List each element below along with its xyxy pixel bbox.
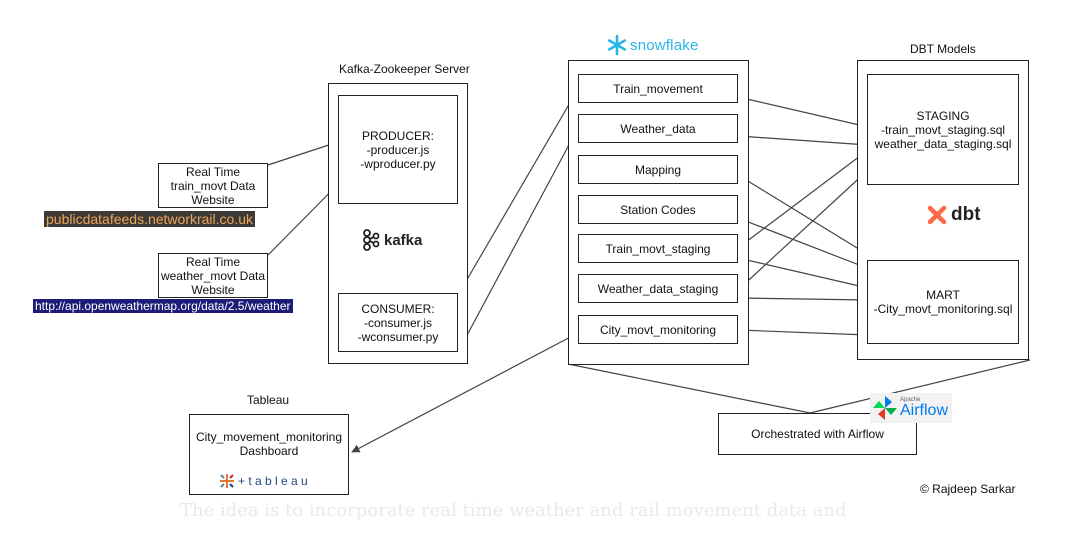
consumer-title: CONSUMER: — [361, 301, 435, 316]
staging-file-1: -train_movt_staging.sql — [880, 122, 1006, 137]
table-city-movt-monitoring: City_movt_monitoring — [578, 315, 738, 344]
snowflake-logo: snowflake — [606, 34, 699, 56]
consumer-to-train-movement-arrow — [457, 88, 579, 296]
airflow-logo-small-text: Apache — [900, 397, 921, 403]
dbt-models-title: DBT Models — [910, 42, 976, 56]
airflow-logo-text: Airflow — [900, 402, 949, 419]
snowflake-logo-text: snowflake — [630, 36, 699, 54]
train-source-line-3: Website — [191, 192, 235, 207]
table-station-codes: Station Codes — [578, 195, 738, 224]
staging-model-box: STAGING -train_movt_staging.sql weather_… — [867, 74, 1019, 185]
producer-file-2: -wproducer.py — [360, 156, 436, 171]
table-weather-data-staging: Weather_data_staging — [578, 274, 738, 303]
tableau-title: Tableau — [247, 393, 290, 407]
weather-source-line-1: Real Time — [185, 254, 241, 269]
staging-to-train-movt-staging-arrow — [737, 149, 869, 249]
staging-file-2: weather_data_staging.sql — [874, 136, 1012, 151]
table-mapping: Mapping — [578, 155, 738, 184]
train-source-line-2: train_movt Data — [170, 178, 256, 193]
weather-source-url: http://api.openweathermap.org/data/2.5/w… — [33, 299, 293, 313]
producer-file-1: -producer.js — [366, 142, 430, 157]
airflow-to-dbt-line — [809, 359, 1031, 414]
dbt-icon — [927, 205, 947, 225]
airflow-to-snowflake-line — [567, 363, 811, 414]
dashboard-line-2: Dashboard — [239, 443, 299, 458]
kafka-logo-text: kafka — [384, 231, 423, 249]
train-movt-staging-to-mart-arrow — [737, 257, 869, 291]
snowflake-icon — [607, 34, 627, 56]
table-weather-data: Weather_data — [578, 114, 738, 143]
kafka-server-title: Kafka-Zookeeper Server — [339, 62, 470, 76]
staging-to-weather-data-staging-arrow — [737, 169, 869, 291]
dbt-logo-text: dbt — [951, 204, 981, 225]
tableau-logo: + t a b l e a u — [218, 472, 308, 490]
consumer-file-1: -consumer.js — [363, 315, 433, 330]
dbt-logo: dbt — [926, 204, 981, 226]
producer-title: PRODUCER: — [361, 128, 434, 143]
consumer-box: CONSUMER: -consumer.js -wconsumer.py — [338, 293, 458, 352]
weather-source-line-2: weather_movt Data — [160, 268, 266, 283]
tableau-dashboard-box: City_movement_monitoring Dashboard — [189, 414, 349, 495]
tableau-icon — [220, 474, 234, 488]
train-movement-to-staging-arrow — [737, 96, 869, 130]
mapping-to-mart-arrow — [737, 174, 881, 263]
table-train-movement: Train_movement — [578, 74, 738, 103]
city-movt-monitoring-to-tableau-arrow — [351, 332, 579, 453]
weather-source-line-3: Website — [191, 282, 235, 297]
faded-caption: The idea is to incorporate real time wea… — [180, 500, 847, 521]
table-train-movt-staging: Train_movt_staging — [578, 234, 738, 263]
dashboard-line-1: City_movement_monitoring — [195, 429, 343, 444]
weather-data-staging-to-mart-arrow — [737, 295, 869, 305]
train-data-source-box: Real Time train_movt Data Website — [158, 163, 268, 208]
airflow-icon — [873, 396, 897, 420]
consumer-to-weather-data-arrow — [457, 127, 579, 353]
station-codes-to-mart-arrow — [737, 217, 873, 272]
weather-data-source-box: Real Time weather_movt Data Website — [158, 253, 268, 298]
consumer-file-2: -wconsumer.py — [357, 329, 439, 344]
producer-box: PRODUCER: -producer.js -wproducer.py — [338, 95, 458, 204]
mart-to-city-movt-monitoring-arrow — [737, 326, 869, 336]
staging-title: STAGING — [916, 108, 970, 123]
mart-model-box: MART -City_movt_monitoring.sql — [867, 260, 1019, 344]
weather-data-to-staging-arrow — [737, 135, 869, 149]
train-source-url: publicdatafeeds.networkrail.co.uk — [44, 211, 256, 227]
mart-title: MART — [926, 288, 960, 302]
tableau-logo-text: + t a b l e a u — [238, 474, 308, 488]
copyright-text: © Rajdeep Sarkar — [920, 482, 1016, 496]
mart-file-1: -City_movt_monitoring.sql — [873, 302, 1013, 316]
airflow-logo: Apache Airflow — [870, 393, 953, 423]
kafka-logo: kafka — [361, 228, 422, 252]
kafka-icon — [363, 229, 380, 251]
train-source-line-1: Real Time — [185, 164, 241, 179]
